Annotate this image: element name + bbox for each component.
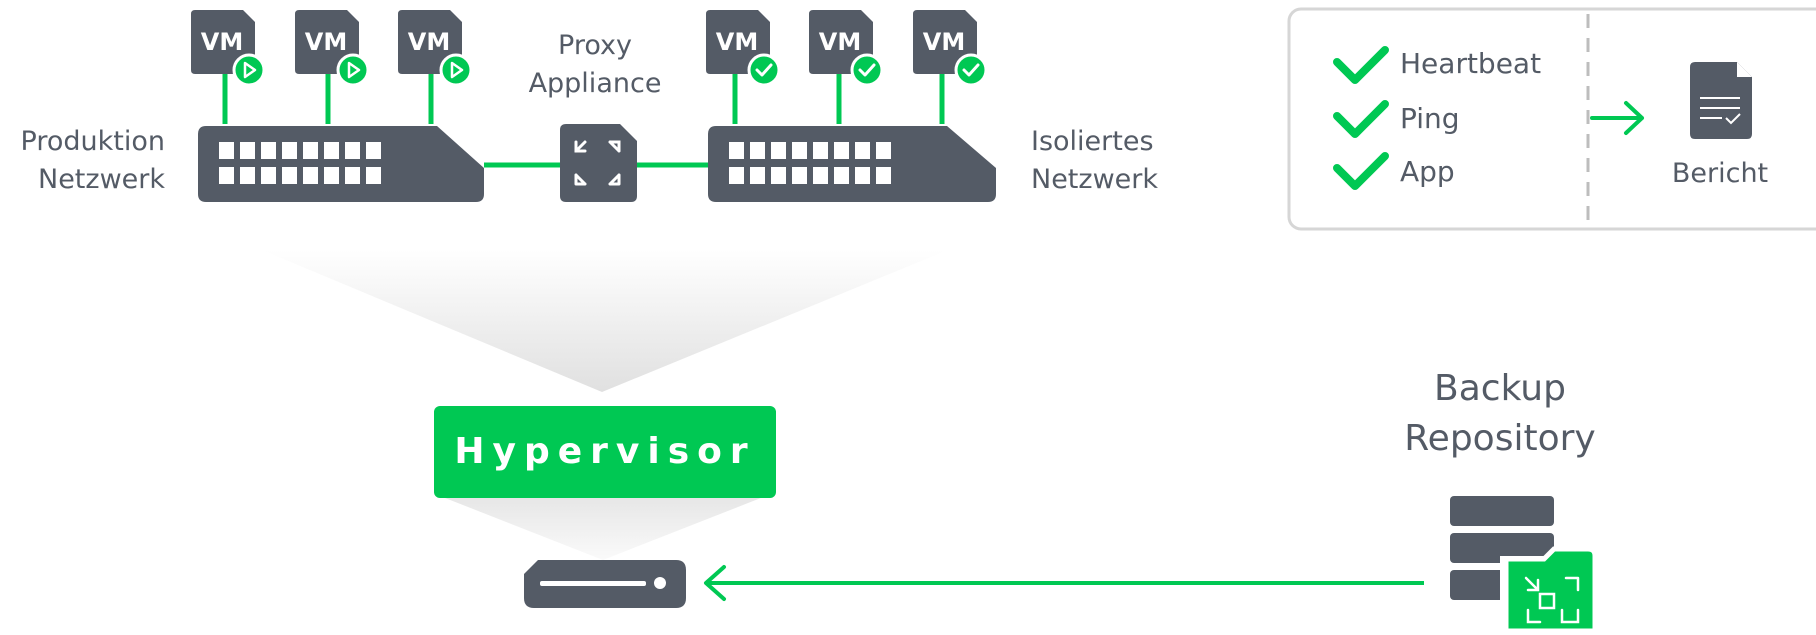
switch-port [792,167,807,184]
switch-port [261,167,276,184]
switch-port [771,142,786,159]
switch-port [366,142,381,159]
proxy-appliance-icon [560,124,637,202]
isolated-vm-2: VM [809,10,884,87]
switch-port [324,142,339,159]
switch-port [345,142,360,159]
vm-status-badge [232,53,266,87]
check-icon [858,63,876,77]
check-icon [1333,152,1389,190]
vm-status-badge [850,53,884,87]
switch-port [729,167,744,184]
play-icon [347,61,361,79]
switch-port [876,142,891,159]
vm-label: VM [923,28,965,56]
proxy-appliance-label: Proxy Appliance [515,27,675,103]
switch-port [729,142,744,159]
vm-status-badge [747,53,781,87]
switch-port [834,142,849,159]
switch-port [813,142,828,159]
switch-port [240,167,255,184]
switch-port [876,167,891,184]
switch-port [303,142,318,159]
isolated-label-line2: Netzwerk [1031,164,1158,195]
isolated-vm-3: VM [913,10,988,87]
vm-status-badge [954,53,988,87]
switch-port [282,167,297,184]
switch-port [366,167,381,184]
production-label-line1: Produktion [20,126,165,157]
host-server-icon [524,560,686,608]
checks-panel [1287,7,1816,231]
vm-label: VM [716,28,758,56]
restore-arrow-head-icon [704,565,726,601]
check-item-heartbeat: Heartbeat [1400,47,1542,80]
switch-port [813,167,828,184]
switch-port [261,142,276,159]
vm-status-badge [439,53,473,87]
switch-port [792,142,807,159]
isolated-switch-icon [708,126,996,202]
switch-port [345,167,360,184]
report-label: Bericht [1671,158,1769,189]
check-icon [1333,46,1389,84]
vm-status-badge [336,53,370,87]
switch-port [219,142,234,159]
play-icon [450,61,464,79]
switch-port [750,142,765,159]
repository-label-line2: Repository [1404,418,1596,459]
report-document-icon [1690,62,1752,139]
check-item-app: App [1400,155,1455,188]
vm-label: VM [305,28,347,56]
backup-repository-icon [1450,496,1598,634]
isolated-vm-1: VM [706,10,781,87]
projection-funnel-lower [440,496,766,560]
check-item-ping: Ping [1400,102,1460,135]
check-icon [962,63,980,77]
switch-port [303,167,318,184]
isolated-network-label: Isoliertes Netzwerk [1031,123,1191,199]
production-vm-1: VM [191,10,266,87]
production-network-label: Produktion Netzwerk [0,123,165,199]
projection-funnel-upper [262,250,948,392]
switch-port [282,142,297,159]
switch-port [750,167,765,184]
vm-label: VM [819,28,861,56]
backup-repository-label: Backup Repository [1390,364,1610,464]
production-vm-3: VM [398,10,473,87]
arrow-right-icon [1590,101,1644,135]
proxy-label-line1: Proxy [558,30,632,61]
isolated-label-line1: Isoliertes [1031,126,1154,157]
vm-label: VM [408,28,450,56]
repository-label-line1: Backup [1434,368,1566,409]
switch-port [324,167,339,184]
check-icon [755,63,773,77]
hypervisor-bar [434,406,776,498]
play-icon [243,61,257,79]
proxy-label-line2: Appliance [528,68,662,99]
check-icon [1333,100,1389,138]
switch-port [771,167,786,184]
production-switch-icon [198,126,484,202]
vm-label: VM [201,28,243,56]
hypervisor-label: Hypervisor [454,431,756,472]
switch-port [240,142,255,159]
production-label-line2: Netzwerk [38,164,165,195]
switch-port [855,167,870,184]
switch-port [219,167,234,184]
production-vm-2: VM [295,10,370,87]
switch-port [834,167,849,184]
switch-port [855,142,870,159]
